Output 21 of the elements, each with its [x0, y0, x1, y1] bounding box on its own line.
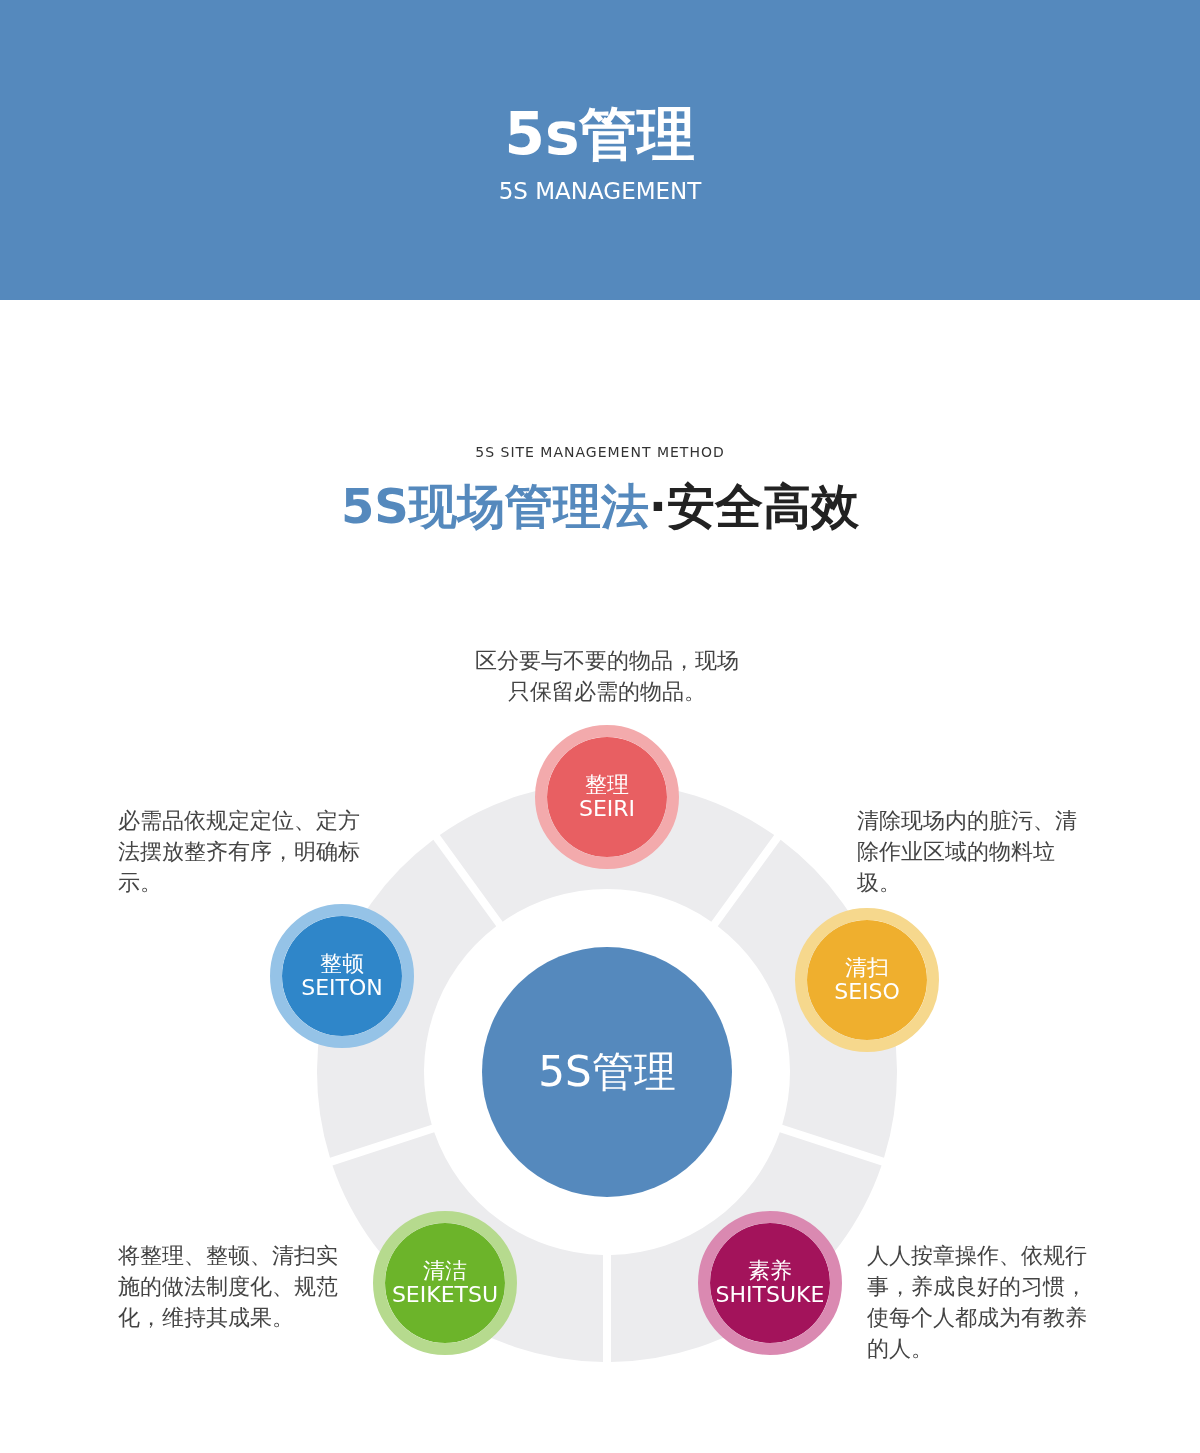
section-title-tail: ·安全高效: [648, 477, 860, 536]
description-text: 区分要与不要的物品，现场只保留必需的物品。: [474, 647, 740, 706]
circle-title: 清洁: [423, 1258, 467, 1283]
circle-title: 5S管理: [538, 1048, 676, 1096]
description-text: 必需品依规定定位、定方法摆放整齐有序，明确标示。: [118, 807, 361, 897]
circle-title: 素养: [748, 1258, 792, 1283]
section-title: 5S现场管理法: [340, 477, 649, 536]
description-text: 将整理、整顿、清扫实施的做法制度化、规范化，维持其成果。: [118, 1242, 339, 1332]
page-subtitle: 5S MANAGEMENT: [497, 177, 703, 206]
circle-subtitle: SEITON: [301, 976, 383, 1001]
circle-title: 整顿: [320, 951, 364, 976]
description-text: 清除现场内的脏污、清除作业区域的物料垃圾。: [857, 807, 1078, 897]
circle-title: 整理: [585, 772, 629, 797]
circle-subtitle: SEISO: [834, 980, 900, 1005]
circle-title: 清扫: [845, 955, 889, 980]
circle-subtitle: SHITSUKE: [715, 1283, 825, 1308]
page-title: 5s管理: [503, 99, 697, 170]
section-kicker: 5S SITE MANAGEMENT METHOD: [474, 444, 726, 460]
description-text: 人人按章操作、依规行事，养成良好的习惯，使每个人都成为有教养的人。: [867, 1242, 1088, 1363]
circle-subtitle: SEIRI: [578, 797, 636, 822]
circle-subtitle: SEIKETSU: [391, 1283, 499, 1308]
